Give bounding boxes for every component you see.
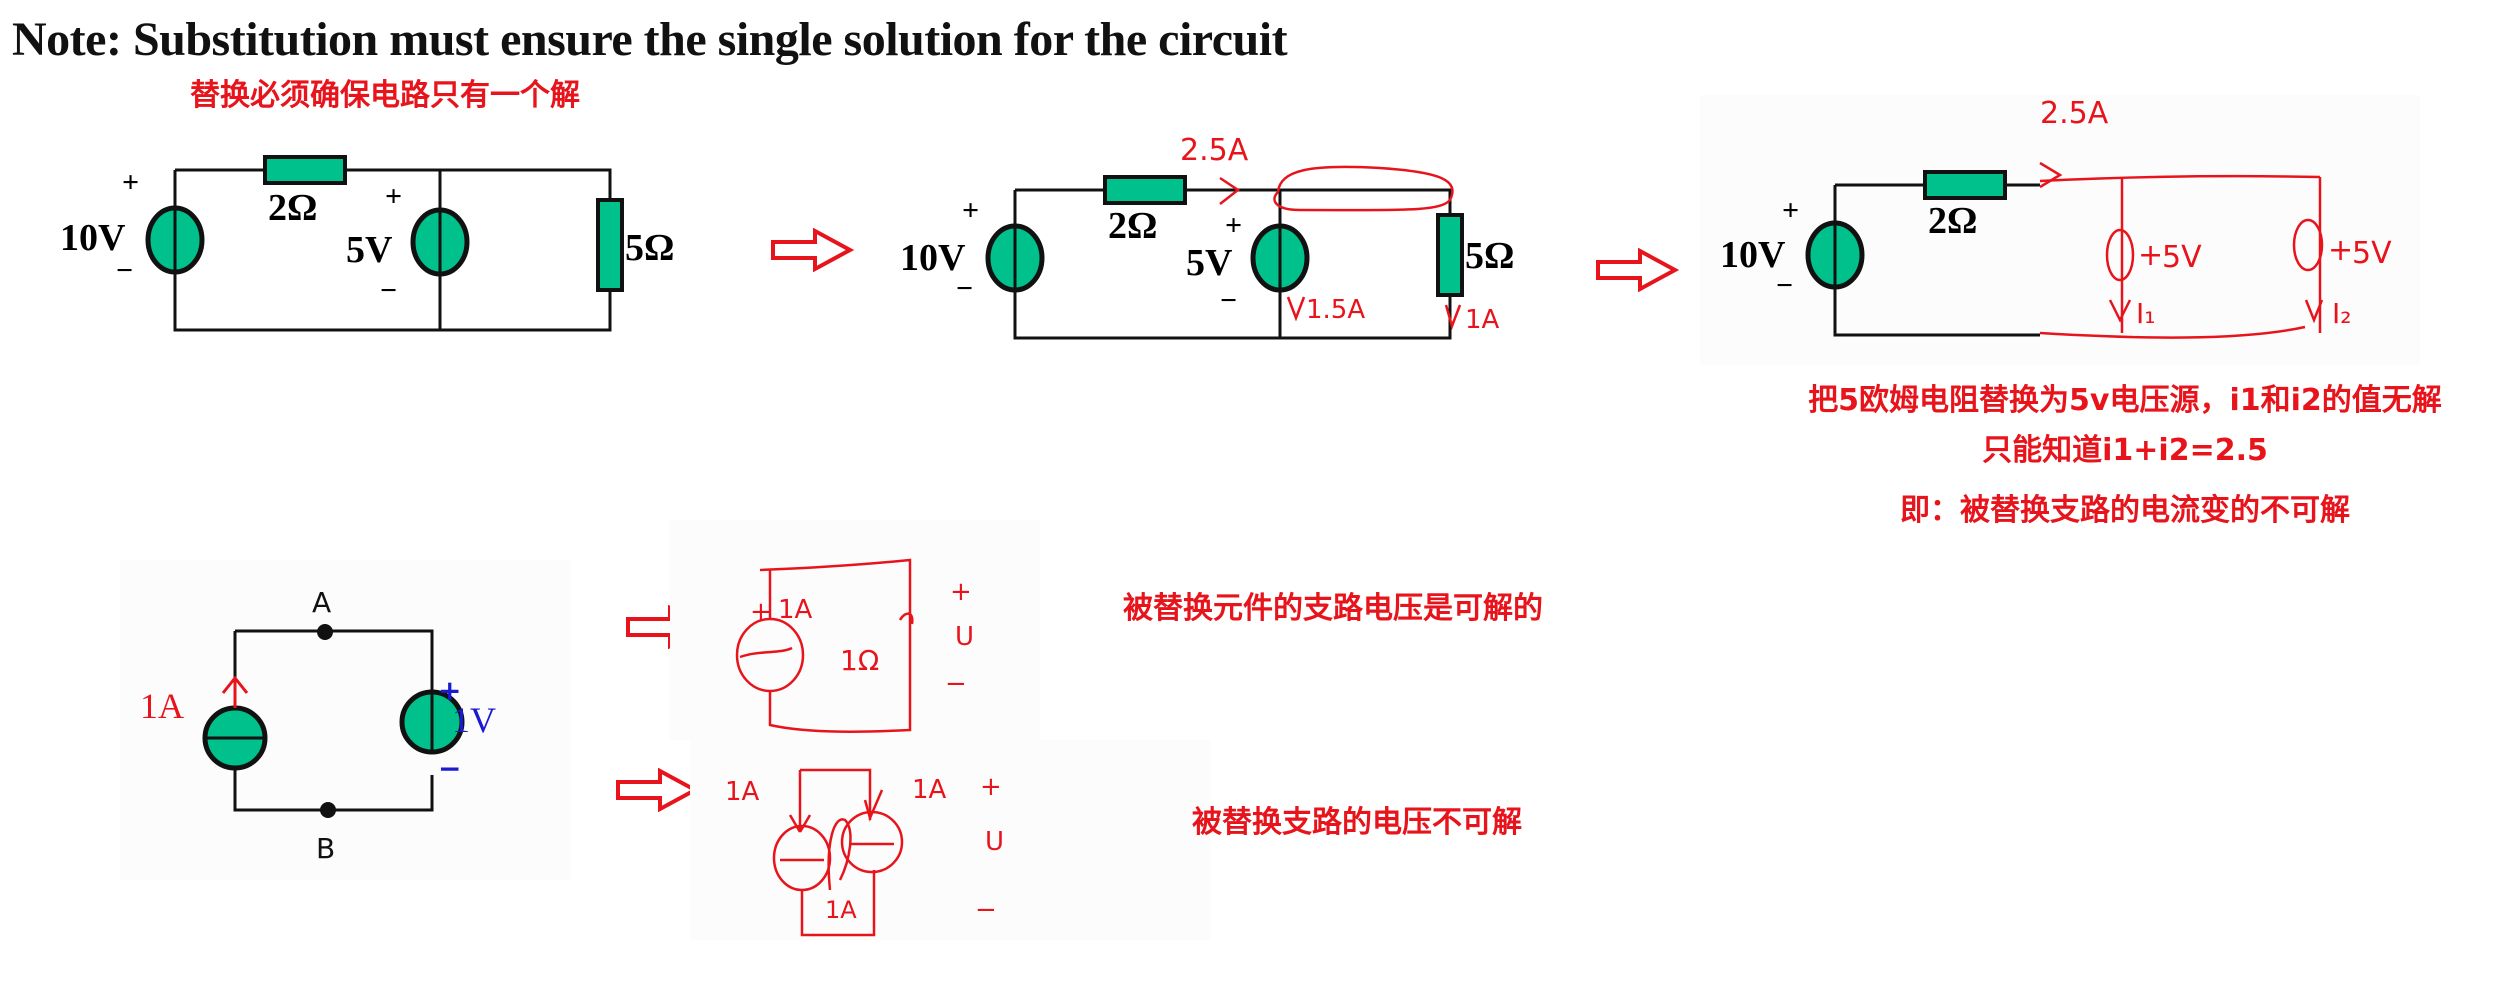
current-arrow-icon <box>1219 176 1241 205</box>
node-b <box>320 802 336 818</box>
minus-sign: − <box>1776 269 1793 302</box>
hand-wire <box>759 558 912 733</box>
minus-sign: − <box>956 272 973 305</box>
label-1a: 1A <box>912 775 947 805</box>
current-arrow-icon <box>2108 299 2132 323</box>
resistor-2ohm <box>1923 170 2007 200</box>
sketch-two-current-sources-panel <box>690 740 1210 940</box>
resistor-2ohm <box>263 155 347 185</box>
label-1a: 1A <box>725 777 760 807</box>
hand-wire <box>800 768 872 820</box>
plus-sign: + <box>1782 194 1799 227</box>
label-10v: 10V <box>1720 234 1786 276</box>
loop-current-arrow <box>827 818 852 891</box>
label-5ohm: 5Ω <box>1465 235 1514 277</box>
circuit-analysis: + 10V − 2Ω + 5V − 5Ω 2.5A 1.5A 1A <box>900 133 1514 340</box>
plus-sign: + <box>2138 238 2163 273</box>
node-b-label: B <box>316 832 335 865</box>
current-total-label: 2.5A <box>1180 133 1249 168</box>
label-5ohm: 5Ω <box>625 227 674 269</box>
subtitle-cn: 替换必须确保电路只有一个解 <box>190 78 580 113</box>
hand-wire <box>2039 174 2321 183</box>
sketch-current-source: + 1A 1Ω + U − <box>735 558 974 733</box>
current-i2-label: I₂ <box>2332 297 2351 330</box>
hand-wire <box>2039 325 2306 339</box>
plus-sign: + <box>2328 233 2353 268</box>
plus-sign: + <box>750 597 772 627</box>
voltage-source-5v-sketch <box>2105 228 2135 282</box>
plus-sign: + <box>962 194 979 227</box>
label-u: U <box>985 827 1004 857</box>
label-2ohm: 2Ω <box>1928 200 1977 242</box>
arrow-right-icon <box>616 768 700 812</box>
current-arrow-icon <box>1444 304 1462 330</box>
current-arrow-icon <box>1286 296 1306 322</box>
current-total-label: 2.5A <box>2040 96 2109 131</box>
label-1v: 1V <box>452 700 496 740</box>
minus-sign: − <box>1220 284 1237 317</box>
resistor-5ohm <box>1436 213 1464 297</box>
resistor-5ohm <box>596 198 624 292</box>
resistor-sketch <box>898 612 914 625</box>
label-10v: 10V <box>60 217 126 259</box>
plus-sign: + <box>385 180 402 213</box>
minus-sign: − <box>116 254 133 287</box>
circuit-substituted: + 10V − 2Ω 2.5A + 5V + 5V I₁ I₂ <box>1720 96 2392 339</box>
current-i1-label: I₁ <box>2136 297 2155 330</box>
current-source-sketch <box>772 824 832 892</box>
label-5v: 5V <box>1186 242 1233 284</box>
label-1a: 1A <box>140 686 184 726</box>
note-current-unsolvable: 即：被替换支路的电流变的不可解 <box>1900 493 2350 528</box>
current-source-branch-label: 1.5A <box>1306 295 1365 325</box>
voltage-source-5v-sketch <box>2292 218 2324 272</box>
current-arrow-icon <box>863 789 884 822</box>
circuit-original: + 10V − 2Ω + 5V − 5Ω <box>60 155 674 332</box>
label-1a: 1A <box>778 595 813 625</box>
circuit-loop: A B 1A 1V + − <box>140 586 496 865</box>
current-resistor-branch-label: 1A <box>1465 305 1500 335</box>
current-arrow-icon <box>788 814 812 833</box>
minus-sign: − <box>975 895 997 925</box>
label-5v-sketch: 5V <box>2352 236 2392 271</box>
note-voltage-solvable: 被替换元件的支路电压是可解的 <box>1123 591 1543 626</box>
note-voltage-unsolvable: 被替换支路的电压不可解 <box>1192 805 1522 840</box>
plus-sign: + <box>1225 209 1242 242</box>
label-1ohm: 1Ω <box>840 644 879 677</box>
arrow-right-icon <box>771 228 855 272</box>
sketch-current-source-panel <box>670 520 1040 740</box>
plus-sign: + <box>122 166 139 199</box>
current-arrow-icon <box>221 675 249 708</box>
note-sum-known: 只能知道i1+i2=2.5 <box>1982 433 2268 468</box>
label-5v: 5V <box>346 229 393 271</box>
node-a <box>317 624 333 640</box>
note-no-solution: 把5欧姆电阻替换为5v电压源，i1和i2的值无解 <box>1808 383 2442 418</box>
arrow-right-icon <box>1596 248 1680 292</box>
current-arrow-icon <box>2039 161 2063 189</box>
resistor-2ohm <box>1103 175 1187 205</box>
highlight-loop <box>1273 165 1454 212</box>
plus-sign: + <box>438 674 461 707</box>
hand-wire <box>800 870 876 937</box>
plus-sign: + <box>980 772 1002 802</box>
label-loop-current: 1A <box>825 896 857 924</box>
node-a-label: A <box>312 586 331 619</box>
plus-sign: + <box>950 577 972 607</box>
minus-sign: − <box>380 274 397 307</box>
label-u: U <box>955 622 974 652</box>
minus-sign: − <box>945 669 967 699</box>
circuit-loop-panel <box>120 560 570 880</box>
label-2ohm: 2Ω <box>1108 205 1157 247</box>
current-arrow-icon <box>2304 299 2324 324</box>
page-title: Note: Substitution must ensure the singl… <box>12 13 1288 66</box>
label-5v-sketch: 5V <box>2162 240 2202 275</box>
hand-line <box>739 646 793 659</box>
sketch-two-current-sources: 1A 1A 1A + U − <box>725 768 1004 937</box>
minus-sign: − <box>438 752 461 785</box>
label-10v: 10V <box>900 237 966 279</box>
label-2ohm: 2Ω <box>268 187 317 229</box>
